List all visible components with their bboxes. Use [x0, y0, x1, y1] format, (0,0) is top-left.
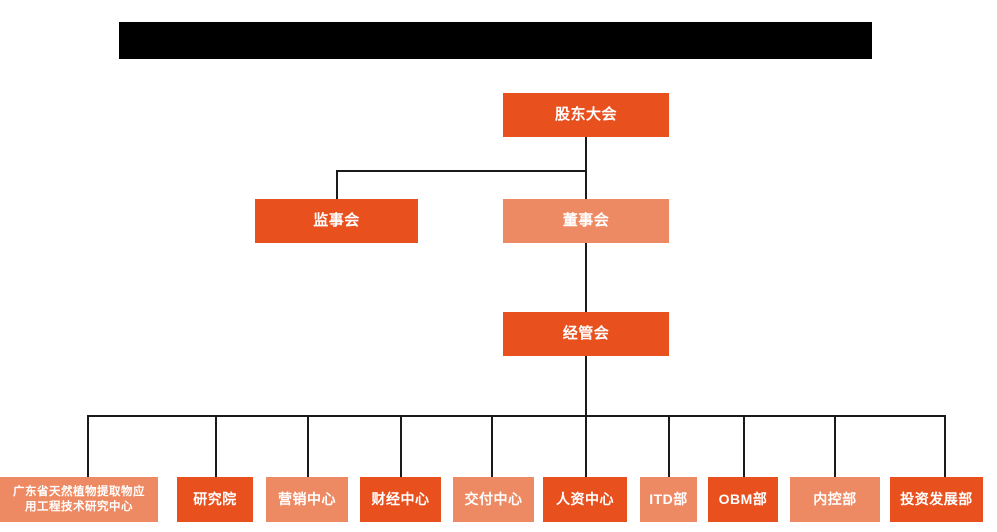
- connector-drop-internal-control: [834, 415, 836, 478]
- connector-drop-delivery-center: [491, 415, 493, 478]
- org-node-label-itd-dept: ITD部: [649, 490, 688, 507]
- org-node-marketing-center[interactable]: 营销中心: [266, 477, 348, 522]
- connector-drop-marketing-center: [307, 415, 309, 478]
- connector-shareholders-stem: [585, 137, 587, 171]
- org-node-label-hr-center: 人资中心: [556, 490, 614, 507]
- org-node-label-investment-dev: 投资发展部: [900, 490, 973, 507]
- connector-supervisors-drop: [336, 170, 338, 200]
- connector-directors-to-management: [585, 243, 587, 313]
- org-node-label-research-institute: 研究院: [193, 490, 237, 507]
- connector-drop-research-institute: [215, 415, 217, 478]
- redacted-title-bar: [119, 22, 872, 59]
- org-node-itd-dept[interactable]: ITD部: [640, 477, 697, 522]
- org-node-label-marketing-center: 营销中心: [278, 490, 336, 507]
- connector-drop-obm-dept: [743, 415, 745, 478]
- org-node-label-management: 经管会: [562, 325, 610, 343]
- org-node-gd-research-center[interactable]: 广东省天然植物提取物应用工程技术研究中心: [0, 477, 158, 522]
- connector-drop-itd-dept: [668, 415, 670, 478]
- org-node-directors[interactable]: 董事会: [503, 199, 669, 243]
- org-node-internal-control[interactable]: 内控部: [790, 477, 880, 522]
- org-node-hr-center[interactable]: 人资中心: [543, 477, 627, 522]
- org-node-label-directors: 董事会: [562, 212, 610, 230]
- org-node-management[interactable]: 经管会: [503, 312, 669, 356]
- org-node-finance-center[interactable]: 财经中心: [360, 477, 441, 522]
- connector-departments-bus: [87, 415, 945, 417]
- connector-drop-gd-research-center: [87, 415, 89, 478]
- org-node-research-institute[interactable]: 研究院: [177, 477, 253, 522]
- connector-drop-finance-center: [400, 415, 402, 478]
- connector-management-stem: [585, 356, 587, 416]
- org-node-label-gd-research-center: 广东省天然植物提取物应用工程技术研究中心: [13, 485, 145, 513]
- org-node-label-shareholders: 股东大会: [554, 106, 617, 124]
- org-node-supervisors[interactable]: 监事会: [255, 199, 418, 243]
- org-node-obm-dept[interactable]: OBM部: [708, 477, 778, 522]
- org-node-label-internal-control: 内控部: [813, 490, 857, 507]
- org-node-shareholders[interactable]: 股东大会: [503, 93, 669, 137]
- org-node-label-obm-dept: OBM部: [718, 490, 768, 507]
- connector-drop-investment-dev: [944, 415, 946, 478]
- connector-drop-hr-center: [585, 415, 587, 478]
- org-node-label-delivery-center: 交付中心: [464, 490, 523, 507]
- connector-directors-drop: [585, 170, 587, 200]
- org-node-investment-dev[interactable]: 投资发展部: [890, 477, 983, 522]
- org-node-label-finance-center: 财经中心: [371, 490, 430, 507]
- org-node-label-supervisors: 监事会: [313, 212, 360, 230]
- org-node-delivery-center[interactable]: 交付中心: [453, 477, 534, 522]
- connector-shareholders-bus: [336, 170, 586, 172]
